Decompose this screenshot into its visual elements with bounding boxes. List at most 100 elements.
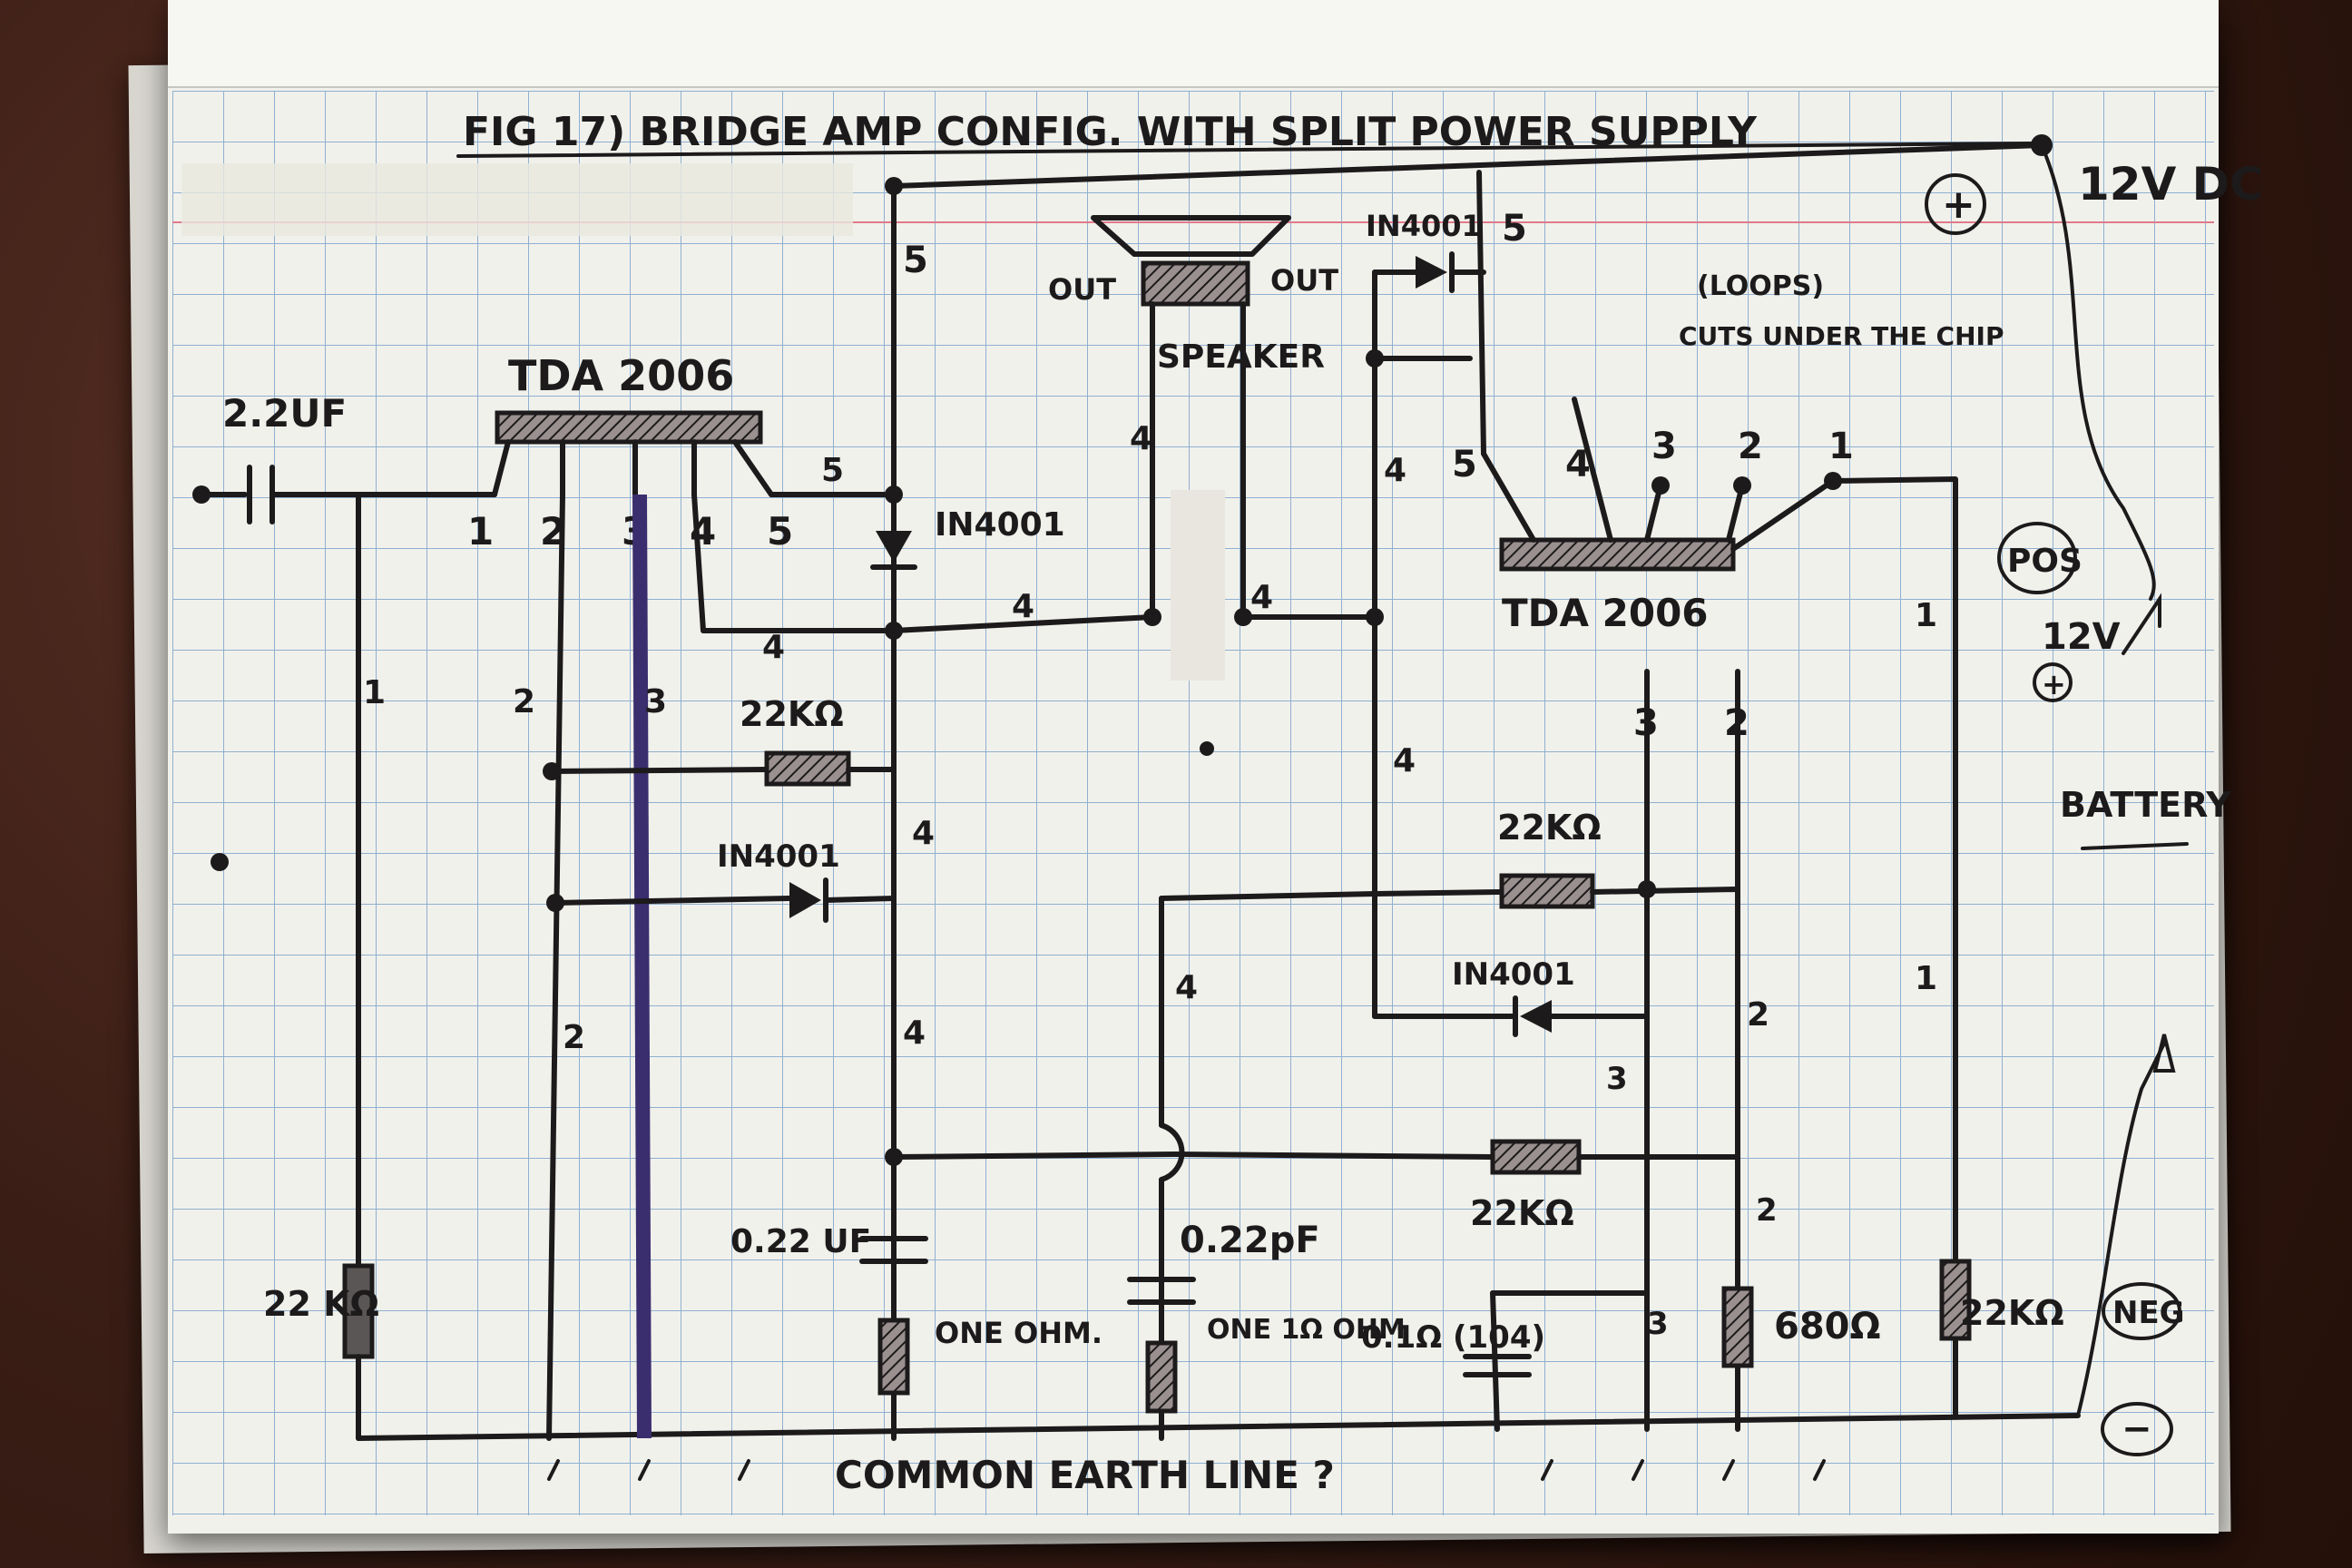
stray-dot bbox=[211, 853, 229, 871]
plus-small-circle bbox=[2033, 662, 2073, 702]
supply-label: 12V DC bbox=[2078, 158, 2263, 211]
wire-5-label-b: 5 bbox=[903, 240, 928, 281]
wire-4-label-h: 4 bbox=[1393, 742, 1416, 779]
right-pin-2-label: 2 bbox=[1738, 426, 1763, 467]
wire-3-label-b: 3 bbox=[1633, 702, 1659, 744]
right-lower-wire-a bbox=[1172, 1152, 1495, 1160]
left-diode-2 bbox=[789, 882, 821, 918]
positive-arrow bbox=[2122, 593, 2161, 655]
res-680 bbox=[1721, 1286, 1754, 1368]
wire-4-label-c: 4 bbox=[912, 815, 935, 852]
title-underline bbox=[456, 142, 2034, 158]
minus-circle bbox=[2101, 1402, 2173, 1456]
right-top-vertical bbox=[1476, 170, 1486, 456]
minus-symbol: − bbox=[2122, 1408, 2152, 1450]
right-pin-3-label: 3 bbox=[1651, 426, 1677, 467]
right-bus-out-node bbox=[1366, 608, 1384, 626]
left-diode-2-label: IN4001 bbox=[717, 838, 840, 875]
plus-circle bbox=[1925, 173, 1986, 235]
neg-circle bbox=[2102, 1282, 2181, 1340]
v12-label: 12V bbox=[2042, 616, 2121, 658]
left-diode-1-label: IN4001 bbox=[935, 506, 1065, 544]
wire-3-label: 3 bbox=[644, 683, 667, 720]
negative-lead bbox=[2076, 1042, 2166, 1417]
res-22k-feedback-left bbox=[764, 750, 851, 787]
left-pin-5 bbox=[732, 439, 774, 497]
cap-022-left-label: 0.22 UF bbox=[730, 1223, 871, 1260]
wire-2-label-b: 2 bbox=[563, 1019, 585, 1056]
right-pin-1 bbox=[1730, 478, 1836, 552]
cap-022-mid-label: 0.22pF bbox=[1180, 1220, 1320, 1261]
tape-strip bbox=[181, 163, 853, 236]
right-diode-2 bbox=[1520, 1000, 1552, 1033]
cuts-note: CUTS UNDER THE CHIP bbox=[1679, 321, 2004, 351]
notepad-binding-strip bbox=[168, 0, 2219, 88]
left-pin-5-label: 5 bbox=[767, 509, 793, 554]
battery-label: BATTERY bbox=[2060, 785, 2231, 825]
speaker-out-left: OUT bbox=[1048, 272, 1116, 307]
negative-arrow bbox=[2152, 1034, 2176, 1073]
right-fb-node bbox=[1638, 880, 1656, 898]
res-22k-lower-label: 22KΩ bbox=[1470, 1193, 1574, 1233]
wire-2-label-c: 2 bbox=[1724, 702, 1749, 744]
res-22k-feedback-right-label: 22KΩ bbox=[1497, 808, 1602, 848]
top-power-rail bbox=[891, 142, 2044, 189]
res-22k-lower bbox=[1490, 1139, 1582, 1175]
wire-4-label-i: 4 bbox=[1175, 969, 1198, 1006]
res-22k-right bbox=[1939, 1259, 1972, 1341]
right-pin-1-wire bbox=[1830, 476, 1958, 1418]
one-ohm-left bbox=[877, 1318, 910, 1396]
right-pin-3 bbox=[1644, 483, 1663, 543]
left-pin-1 bbox=[492, 439, 511, 497]
speaker-magnet bbox=[1141, 260, 1250, 307]
one-ohm-mid bbox=[1145, 1340, 1178, 1414]
loops-note: (LOOPS) bbox=[1697, 270, 1824, 302]
paper-patch bbox=[1171, 490, 1225, 681]
wire-4-label-b: 4 bbox=[1012, 588, 1034, 625]
pin3-ground-wire bbox=[632, 494, 652, 1439]
res-22k-feedback-left-label: 22KΩ bbox=[740, 694, 844, 734]
wire-2-label-e: 2 bbox=[1756, 1192, 1778, 1229]
wire-5-label-c: 5 bbox=[1502, 208, 1527, 250]
right-diode-1 bbox=[1416, 256, 1447, 289]
pin4-wire bbox=[691, 492, 897, 633]
input-cap-label: 2.2UF bbox=[222, 391, 347, 436]
left-pin-1-label: 1 bbox=[467, 509, 494, 554]
right-pin-1-label: 1 bbox=[1828, 426, 1854, 467]
neg-label: NEG bbox=[2112, 1295, 2185, 1331]
right-fb-wire-a bbox=[1159, 889, 1504, 901]
wire-1-label-b: 1 bbox=[1915, 597, 1937, 634]
res-22k-feedback-right bbox=[1499, 873, 1595, 909]
earth-label: COMMON EARTH LINE ? bbox=[835, 1453, 1335, 1497]
wire-2-label-d: 2 bbox=[1747, 996, 1769, 1034]
res-22k-right-label: 22KΩ bbox=[1960, 1293, 2064, 1333]
wire-4-label-d: 4 bbox=[903, 1014, 926, 1052]
res-680-label: 680Ω bbox=[1774, 1306, 1881, 1348]
left-lower-node bbox=[885, 1148, 903, 1166]
wire-4-label-g: 4 bbox=[1384, 452, 1406, 489]
pin2-wire bbox=[546, 492, 565, 1441]
right-chip-body bbox=[1499, 537, 1736, 572]
wire-4-label-a: 4 bbox=[762, 629, 785, 666]
input-terminal bbox=[192, 485, 211, 504]
pos-label: POS bbox=[2007, 543, 2082, 580]
loop-node bbox=[1366, 349, 1384, 368]
speaker-left-node bbox=[1143, 608, 1161, 626]
wire-1-label: 1 bbox=[363, 674, 386, 711]
plus-small-symbol: + bbox=[2042, 667, 2066, 701]
right-diode-1-label: IN4001 bbox=[1366, 209, 1482, 243]
right-pin-3-node bbox=[1651, 476, 1670, 495]
wire-2-label-a: 2 bbox=[513, 683, 535, 720]
cap-01-vertical bbox=[1490, 1290, 1500, 1432]
battery-underline bbox=[2081, 842, 2189, 850]
cap-01-label: 0.1Ω (104) bbox=[1361, 1319, 1545, 1356]
fb-22k-left-wire-a bbox=[549, 767, 769, 774]
right-pin-2-node bbox=[1733, 476, 1751, 495]
bus-top-node bbox=[885, 177, 903, 195]
out-left-wire bbox=[891, 614, 1155, 633]
pos-circle bbox=[1997, 522, 2077, 594]
left-diode-1 bbox=[876, 531, 912, 563]
wire-4-label-e: 4 bbox=[1130, 420, 1152, 457]
speaker-out-right: OUT bbox=[1270, 263, 1338, 298]
